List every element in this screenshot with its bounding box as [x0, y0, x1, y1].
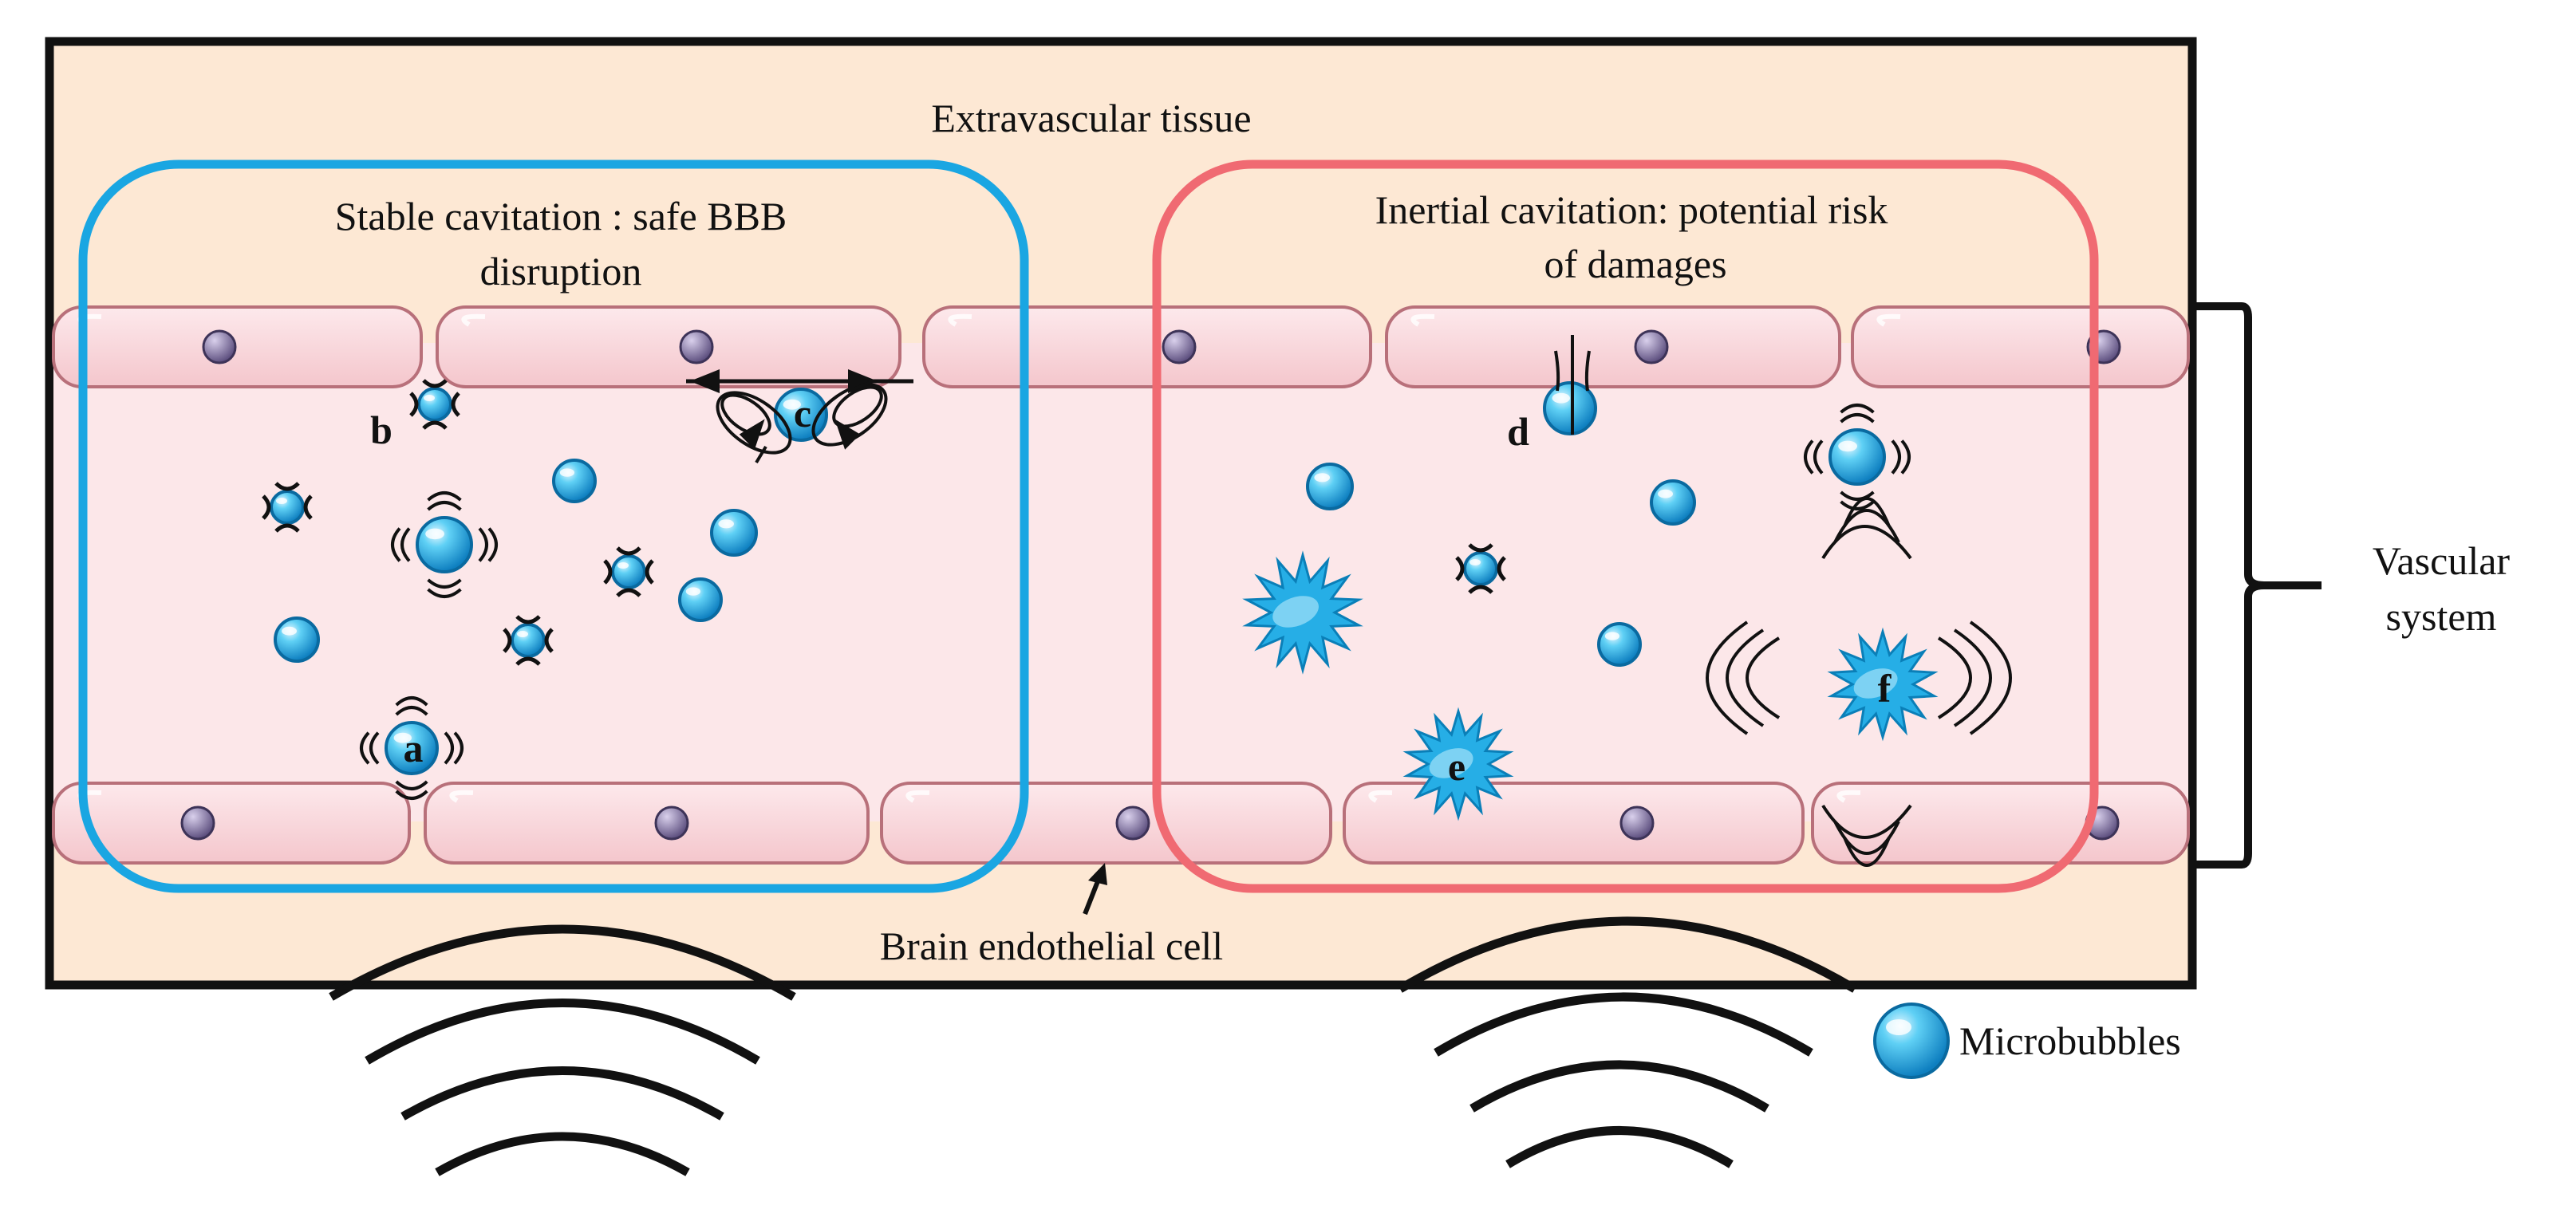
- microbubble-icon: [1828, 428, 1886, 486]
- oscillation-arcs: [262, 482, 313, 533]
- stable-title-line2: disruption: [480, 249, 642, 293]
- microstreaming-icon: [686, 369, 913, 464]
- microbubble-icon: [1597, 622, 1642, 667]
- endothelial-cell: [880, 782, 1332, 865]
- cell-nucleus: [1634, 329, 1669, 364]
- endothelial-cell: [424, 782, 870, 865]
- cell-nucleus: [679, 329, 714, 364]
- oscillation-arcs: [603, 546, 654, 597]
- microbubble-icon: [274, 616, 320, 663]
- inertial-title-line2: of damages: [1544, 242, 1726, 286]
- microbubble-icon: [270, 490, 305, 525]
- mechanism-label-d: d: [1507, 409, 1529, 454]
- microbubbles: [274, 388, 1696, 667]
- microbubble-icon: [511, 623, 546, 658]
- stable-cavitation-box: [78, 160, 1029, 893]
- endothelial-cells: [52, 305, 2190, 865]
- microbubble-icon: [1463, 551, 1498, 586]
- mechanism-label-b: b: [370, 408, 393, 452]
- oscillating-bubbles: [262, 379, 1911, 800]
- endothelial-cell: [1343, 782, 1805, 865]
- cell-nucleus: [180, 806, 215, 841]
- cell-nucleus: [1619, 806, 1655, 841]
- oscillation-arcs: [1804, 404, 1911, 510]
- mechanism-label-a: a: [404, 726, 424, 770]
- oscillation-arcs: [409, 379, 460, 430]
- extravascular-label: Extravascular tissue: [931, 96, 1251, 140]
- cell-nucleus: [1162, 329, 1197, 364]
- bracket-icon: [2195, 302, 2322, 869]
- ultrasound-wave-icon-right: [1398, 916, 1857, 1168]
- microbubble-icon: [416, 516, 473, 573]
- vascular-label-line1: Vascular: [2373, 538, 2510, 583]
- endothelial-cell: [922, 305, 1372, 388]
- endothelial-cell: [1851, 305, 2190, 388]
- collapsing-bubbles: [1242, 550, 1939, 821]
- stable-title-line1: Stable cavitation : safe BBB: [335, 194, 787, 238]
- cell-nucleus: [1115, 806, 1150, 841]
- legend: Microbubbles: [1873, 1003, 2181, 1079]
- vascular-label-line2: system: [2386, 594, 2497, 639]
- oscillation-arcs: [503, 615, 554, 666]
- microbubble-icon: [1650, 479, 1696, 526]
- endothelial-cell: [52, 782, 411, 865]
- mechanism-label-f: f: [1878, 666, 1892, 711]
- microbubble-icon: [1306, 463, 1354, 510]
- endothelial-pointer-arrow: [1083, 863, 1107, 916]
- endothelial-cell: [1811, 782, 2190, 865]
- microbubble-icon: [678, 577, 723, 622]
- inertial-cavitation-box: [1152, 160, 2099, 893]
- endothelial-cell: [436, 305, 901, 388]
- mechanism-label-c: c: [794, 391, 811, 435]
- microbubble-icon: [417, 387, 452, 422]
- endothelial-cell: [1385, 305, 1841, 388]
- oscillation-arcs: [391, 491, 498, 598]
- endothelial-label: Brain endothelial cell: [880, 924, 1223, 968]
- endothelial-cell: [52, 305, 423, 388]
- microbubble-icon: [1873, 1003, 1950, 1079]
- cell-nucleus: [202, 329, 237, 364]
- microbubble-icon: [611, 554, 646, 589]
- oscillation-arcs: [1455, 543, 1506, 594]
- legend-label: Microbubbles: [1959, 1018, 2181, 1063]
- ultrasound-wave-icon: [329, 924, 796, 1176]
- inertial-title-line1: Inertial cavitation: potential risk: [1375, 187, 1888, 232]
- microbubble-icon: [552, 459, 597, 503]
- cell-nucleus: [654, 806, 689, 841]
- shockwave-icon: [1706, 497, 2012, 867]
- oscillation-arcs: [360, 696, 464, 800]
- microjet-icon: [1554, 335, 1591, 435]
- microbubble-icon: [710, 509, 758, 557]
- mechanism-label-e: e: [1448, 744, 1466, 789]
